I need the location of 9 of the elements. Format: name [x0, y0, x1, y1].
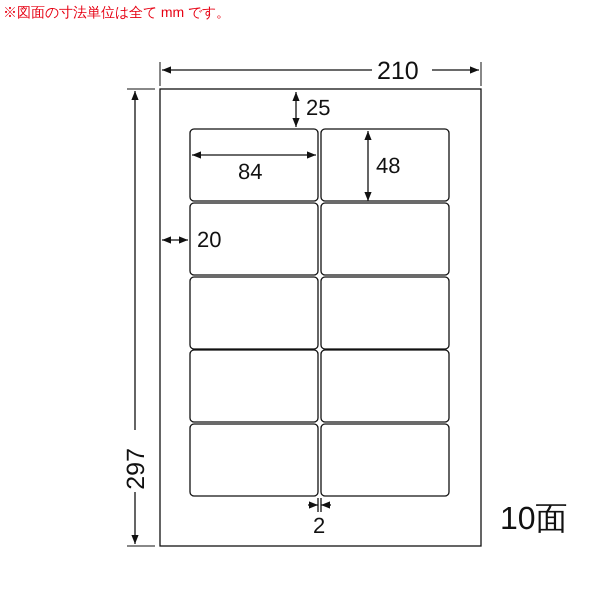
- dimension-label: 210: [377, 59, 419, 84]
- dimension-label: 25: [306, 97, 330, 119]
- dimension-label: 297: [124, 448, 149, 490]
- dimension-label: 84: [238, 161, 262, 183]
- dimension-label: 2: [313, 515, 326, 537]
- sheet-count-label: 10面: [500, 502, 568, 534]
- note-text: ※図面の寸法単位は全て mm です。: [3, 5, 230, 19]
- dimension-label: 20: [197, 229, 222, 251]
- dimension-label: 48: [376, 155, 400, 177]
